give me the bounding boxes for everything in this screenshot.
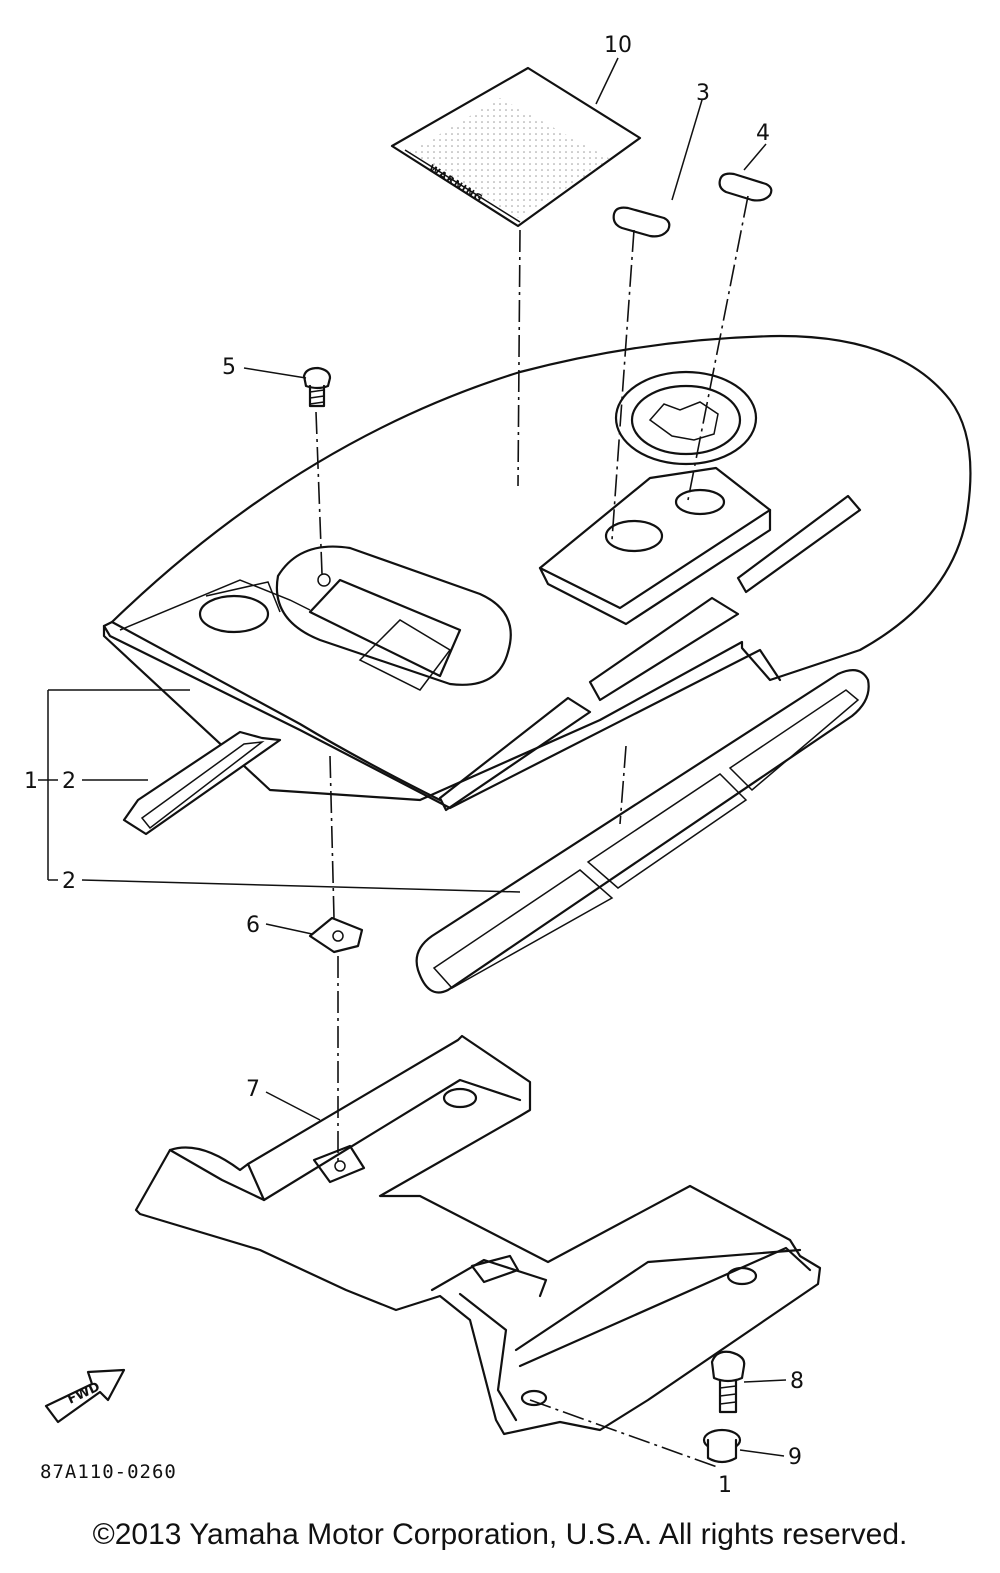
drawing-code: 87A110-0260: [40, 1461, 177, 1483]
warning-label-part: WARNING: [390, 66, 642, 228]
bracket-part-7: [134, 1034, 822, 1436]
callout-8: 8: [790, 1369, 804, 1394]
cap-part-4: [718, 172, 773, 202]
callout-9: 9: [788, 1445, 802, 1470]
copyright-notice: ©2013 Yamaha Motor Corporation, U.S.A. A…: [92, 1518, 908, 1551]
callout-2-upper: 2: [62, 769, 76, 794]
cap-part-3: [612, 206, 671, 238]
bolt-part-8: [710, 1350, 746, 1414]
callout-2-lower: 2: [62, 869, 76, 894]
callout-5: 5: [222, 355, 236, 380]
callout-7: 7: [246, 1077, 260, 1102]
fwd-arrow-icon: FWD: [44, 1368, 126, 1424]
leader-lines: [38, 57, 787, 1457]
callout-6: 6: [246, 913, 260, 938]
grille-part-2-right: [415, 669, 870, 994]
callout-10: 10: [604, 33, 632, 58]
callout-1-bottom: 1: [718, 1473, 732, 1498]
clip-part-6: [308, 916, 364, 954]
grommet-part-9: [702, 1428, 742, 1464]
callout-4: 4: [756, 121, 770, 146]
cover-part-1: [102, 334, 972, 812]
screw-part-5: [302, 366, 332, 408]
callout-3: 3: [696, 81, 710, 106]
grille-part-2-left: [122, 730, 282, 836]
callout-1: 1: [24, 769, 38, 794]
assembly-lines: [315, 195, 749, 1469]
